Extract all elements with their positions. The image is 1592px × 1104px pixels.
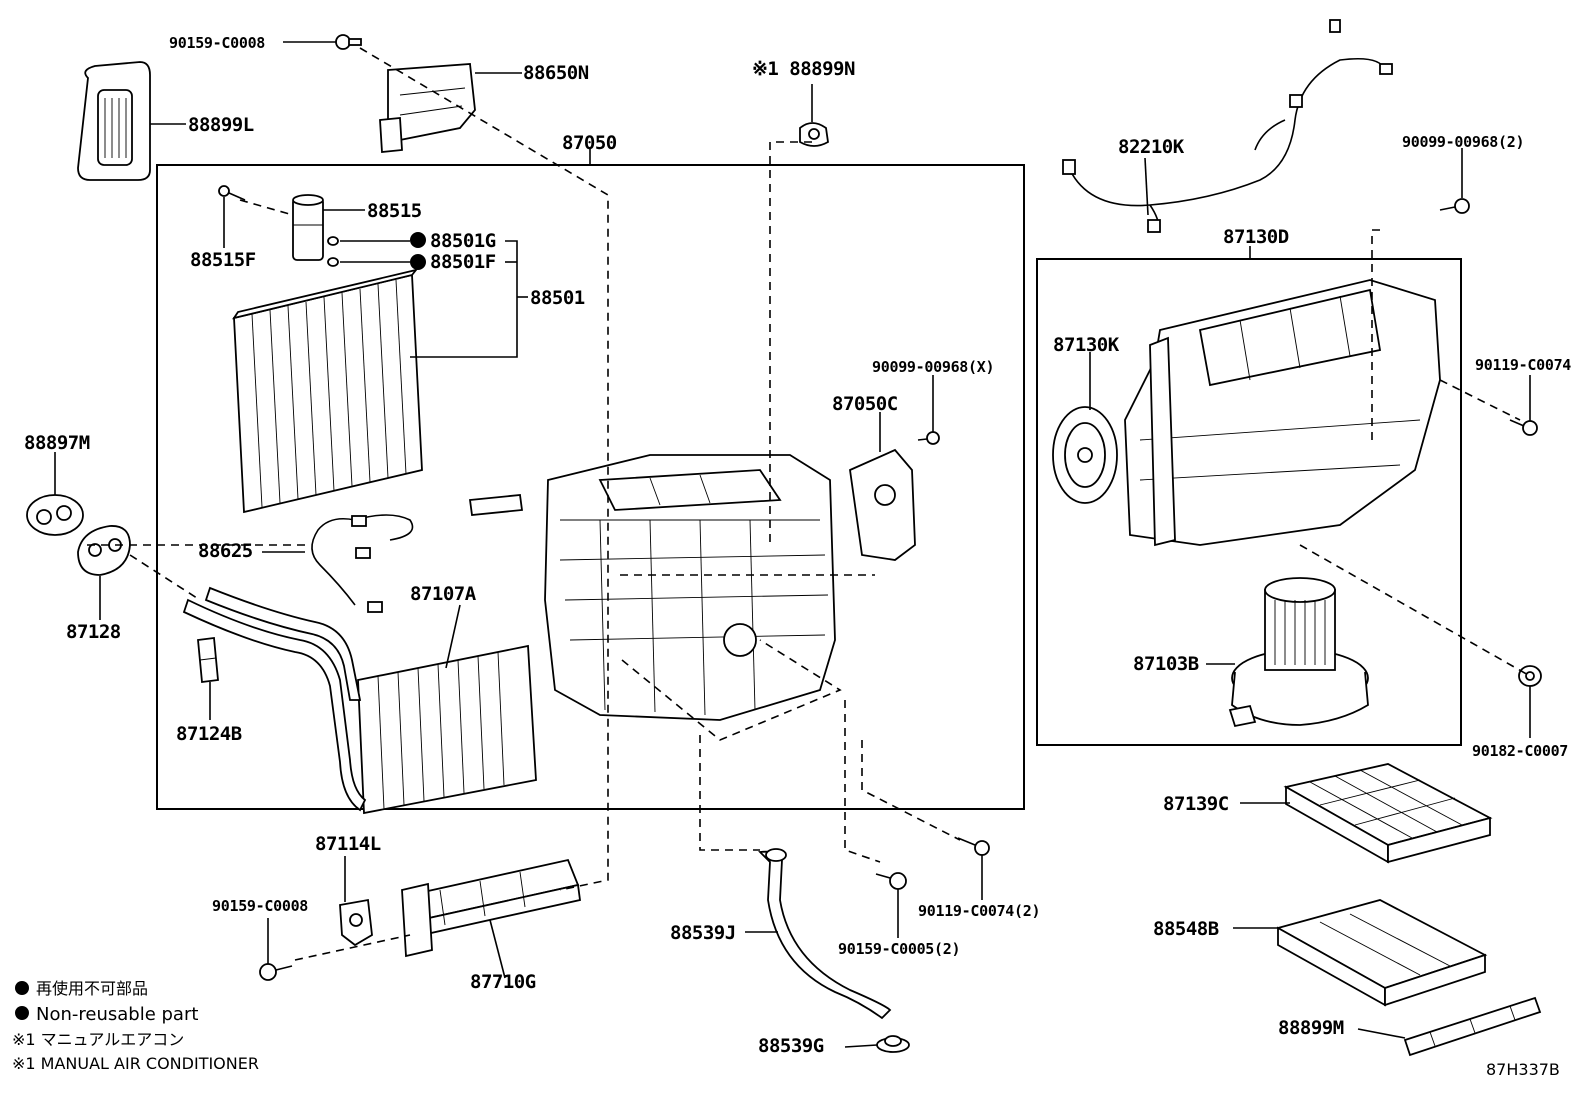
- part-87107A-drawing: [182, 586, 537, 815]
- label-87128: 87128: [66, 621, 121, 643]
- part-90099-00968X-drawing: [917, 431, 940, 445]
- label-87103B: 87103B: [1133, 653, 1199, 675]
- label-87050C: 87050C: [832, 393, 898, 415]
- nonreusable-dot-88501F: [410, 254, 426, 270]
- part-87130K-drawing: [1052, 406, 1118, 504]
- leader-lines: [54, 41, 1531, 1048]
- label-90099-00968-2: 90099-00968(2): [1402, 133, 1524, 151]
- part-90159-C0008-bottom-drawing: [259, 963, 293, 981]
- part-87103B-drawing: [1228, 577, 1369, 728]
- label-88501F: 88501F: [430, 251, 496, 273]
- diagram-code: 87H337B: [1486, 1060, 1560, 1079]
- label-87114L: 87114L: [315, 833, 381, 855]
- label-88501G: 88501G: [430, 230, 496, 252]
- part-90159-C0008-top-drawing: [335, 34, 362, 50]
- part-88501-drawing: [231, 268, 423, 514]
- part-87139C-drawing: [1283, 763, 1493, 864]
- label-87107A: 87107A: [410, 583, 477, 605]
- unit-87130D-frame: [1036, 258, 1462, 746]
- label-87710G: 87710G: [470, 971, 536, 993]
- label-90159-C0005-2: 90159-C0005(2): [838, 940, 960, 958]
- label-88899L: 88899L: [188, 114, 254, 136]
- legend-note-en: ※1 MANUAL AIR CONDITIONER: [12, 1054, 259, 1073]
- label-88515F: 88515F: [190, 249, 256, 271]
- label-87124B: 87124B: [176, 723, 242, 745]
- nonreusable-dot-88501G: [410, 232, 426, 248]
- legend-dot-2: [15, 1006, 29, 1020]
- part-87114L-drawing: [339, 898, 373, 947]
- part-87050-case-drawing: [468, 454, 836, 721]
- part-90182-C0007-drawing: [1518, 665, 1542, 687]
- part-88625-drawing: [311, 514, 414, 613]
- part-88515F-drawing: [218, 185, 246, 201]
- label-88650N: 88650N: [523, 62, 589, 84]
- part-88539G-drawing: [876, 1035, 910, 1053]
- label-87130K: 87130K: [1053, 334, 1120, 356]
- legend: 再使用不可部品 Non-reusable part ※1 マニュアルエアコン ※…: [12, 979, 259, 1073]
- part-88539J-drawing: [758, 848, 892, 1020]
- label-87139C: 87139C: [1163, 793, 1229, 815]
- part-90159-C0005-2-drawing: [875, 872, 907, 890]
- part-87124B-drawing: [197, 636, 219, 684]
- label-87130D: 87130D: [1223, 226, 1289, 248]
- label-88539G: 88539G: [758, 1035, 824, 1057]
- part-labels: 90159-C0008 88650N 88899L ※1 88899N 8705…: [24, 34, 1572, 1057]
- part-87050C-drawing: [849, 448, 916, 561]
- part-88897M-drawing: [26, 494, 84, 536]
- label-88501: 88501: [530, 287, 585, 309]
- legend-dot-1: [15, 981, 29, 995]
- part-88548B-drawing: [1275, 899, 1488, 1007]
- part-88899L-drawing: [77, 61, 151, 181]
- part-90119-C0074-drawing: [1509, 419, 1538, 436]
- part-87128-drawing: [77, 525, 131, 576]
- part-87130D-case-drawing: [1124, 279, 1441, 547]
- legend-nonreusable-en: Non-reusable part: [36, 1004, 198, 1025]
- part-88515-drawing: [292, 194, 324, 261]
- label-88539J: 88539J: [670, 922, 736, 944]
- label-88899N: ※1 88899N: [752, 58, 855, 80]
- part-87710G-drawing: [401, 858, 582, 958]
- label-88897M: 88897M: [24, 432, 90, 454]
- label-90119-C0074-2: 90119-C0074(2): [918, 902, 1040, 920]
- part-88899N-drawing: [799, 122, 829, 147]
- label-90099-00968X: 90099-00968(X): [872, 358, 994, 376]
- legend-nonreusable-jp: 再使用不可部品: [36, 979, 148, 998]
- label-88625: 88625: [198, 540, 253, 562]
- label-88899M: 88899M: [1278, 1017, 1344, 1039]
- legend-note-jp: ※1 マニュアルエアコン: [12, 1030, 184, 1049]
- label-87050: 87050: [562, 132, 617, 154]
- label-90159-C0008-top: 90159-C0008: [169, 34, 265, 52]
- part-82210K-drawing: [1062, 19, 1393, 233]
- label-82210K: 82210K: [1118, 136, 1185, 158]
- label-90119-C0074: 90119-C0074: [1475, 356, 1571, 374]
- label-88515: 88515: [367, 200, 422, 222]
- label-90182-C0007: 90182-C0007: [1472, 742, 1568, 760]
- assembly-lines: [85, 47, 1531, 961]
- part-90119-C0074-2-drawing: [957, 837, 990, 856]
- part-88899M-drawing: [1403, 996, 1542, 1057]
- label-88548B: 88548B: [1153, 918, 1219, 940]
- o-rings-drawing: [327, 232, 426, 270]
- label-90159-C0008-bottom: 90159-C0008: [212, 897, 308, 915]
- part-90099-00968-2-drawing: [1439, 198, 1470, 214]
